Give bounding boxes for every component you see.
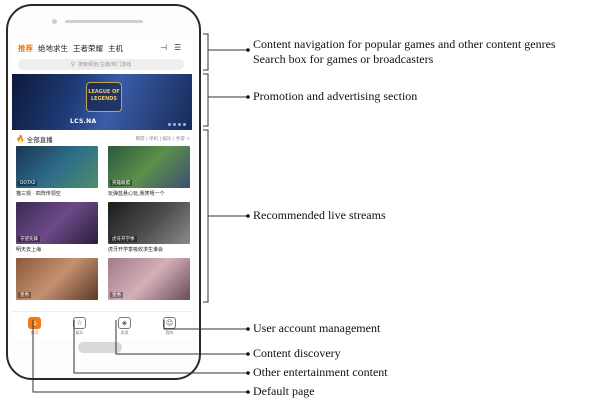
promo-banner[interactable]: LEAGUE OF LEGENDS LCS.NA — [12, 74, 192, 130]
stream-tag: 星秀 — [18, 292, 31, 298]
stream-thumbnail: DOTA2 — [16, 146, 98, 188]
leader-entertainment — [73, 320, 248, 374]
label-promotion: Promotion and advertising section — [253, 89, 418, 103]
label-default-page: Default page — [253, 384, 315, 398]
tab-honor-of-kings[interactable]: 王者荣耀 — [73, 43, 103, 53]
bottom-nav: ⌂ 首页 ☆ 娱乐 ◈ 发现 ☺ 我的 — [12, 311, 192, 339]
nav-label: 娱乐 — [75, 329, 84, 335]
stream-tag: 守望先锋 — [18, 236, 40, 242]
stream-card[interactable]: DOTA2 猫三观 · 四阵传领空 — [16, 146, 98, 197]
stream-thumbnail: 虎牙开学季 — [108, 202, 190, 244]
search-box[interactable]: ⚲ 搜索频道/主播/热门游戏 — [18, 59, 184, 70]
menu-icon[interactable]: ☰ — [174, 43, 182, 52]
nav-label: 我的 — [165, 329, 174, 335]
tab-pubg[interactable]: 绝地求生 — [38, 43, 68, 53]
stream-tag: 虎牙开学季 — [110, 236, 137, 242]
nav-home[interactable]: ⌂ 首页 — [23, 316, 47, 336]
stream-tag: 星秀 — [110, 292, 123, 298]
stream-thumbnail: 星秀 — [16, 258, 98, 300]
stream-tag: 英雄联盟 — [110, 180, 132, 186]
home-button[interactable] — [78, 342, 122, 353]
label-user-account: User account management — [253, 321, 381, 335]
banner-caption: LCS.NA — [70, 118, 97, 125]
stream-thumbnail: 星秀 — [108, 258, 190, 300]
app-screen: 推荐 绝地求生 王者荣耀 主机 ⊣ ☰ ⚲ 搜索频道/主播/热门游戏 LEAGU… — [12, 38, 192, 339]
search-placeholder: 搜索频道/主播/热门游戏 — [78, 62, 132, 68]
compass-icon: ◈ — [118, 316, 131, 329]
stream-card[interactable]: 英雄联盟 玩弹蓝悬心玩,我笑嘻一个 — [108, 146, 190, 197]
bracket-streams — [203, 129, 209, 303]
nav-label: 发现 — [120, 329, 129, 335]
stream-caption: 玩弹蓝悬心玩,我笑嘻一个 — [108, 191, 165, 197]
label-discovery: Content discovery — [253, 346, 341, 360]
expand-icon[interactable]: ⊣ — [160, 43, 167, 52]
section-title: 全部直播 — [26, 136, 53, 144]
leader-discovery — [115, 320, 248, 355]
tab-recommended[interactable]: 推荐 — [18, 43, 33, 53]
leader-user — [163, 320, 248, 330]
bracket-nav — [203, 33, 209, 71]
stream-card[interactable]: 守望先锋 明天去上海 — [16, 202, 98, 253]
label-entertainment: Other entertainment content — [253, 365, 388, 379]
label-content-nav: Content navigation for popular games and… — [253, 37, 556, 51]
stream-card[interactable]: 虎牙开学季 虎牙开学季吸收求生谁会 — [108, 202, 190, 253]
game-logo: LEAGUE OF LEGENDS — [86, 82, 122, 112]
carousel-dots — [168, 123, 186, 126]
stream-caption: 虎牙开学季吸收求生谁会 — [108, 247, 164, 253]
leader-default — [32, 320, 248, 393]
stream-card[interactable]: 星秀 — [16, 258, 98, 300]
stream-card[interactable]: 星秀 — [108, 258, 190, 300]
category-tabs: 推荐 绝地求生 王者荣耀 主机 ⊣ ☰ — [12, 38, 192, 58]
front-camera — [52, 19, 57, 24]
bracket-promo — [203, 73, 209, 127]
search-icon: ⚲ — [70, 61, 76, 68]
stream-caption: 明天去上海 — [16, 247, 42, 253]
stream-thumbnail: 守望先锋 — [16, 202, 98, 244]
home-icon: ⌂ — [28, 316, 41, 329]
label-recommended: Recommended live streams — [253, 208, 386, 222]
section-filters[interactable]: 网游 | 单机 | 娱乐 | 手游 > — [135, 137, 190, 142]
label-search-box: Search box for games or broadcasters — [253, 52, 434, 66]
fire-icon: 🔥 — [16, 135, 25, 143]
nav-label: 首页 — [30, 329, 39, 335]
speaker-grille — [65, 20, 143, 23]
phone-mockup: 推荐 绝地求生 王者荣耀 主机 ⊣ ☰ ⚲ 搜索频道/主播/热门游戏 LEAGU… — [6, 4, 201, 380]
tab-console[interactable]: 主机 — [108, 43, 123, 53]
stream-tag: DOTA2 — [18, 181, 38, 186]
stream-thumbnail: 英雄联盟 — [108, 146, 190, 188]
section-header: 🔥 全部直播 网游 | 单机 | 娱乐 | 手游 > — [16, 133, 190, 145]
nav-discover[interactable]: ◈ 发现 — [113, 316, 137, 336]
stream-caption: 猫三观 · 四阵传领空 — [16, 191, 61, 197]
